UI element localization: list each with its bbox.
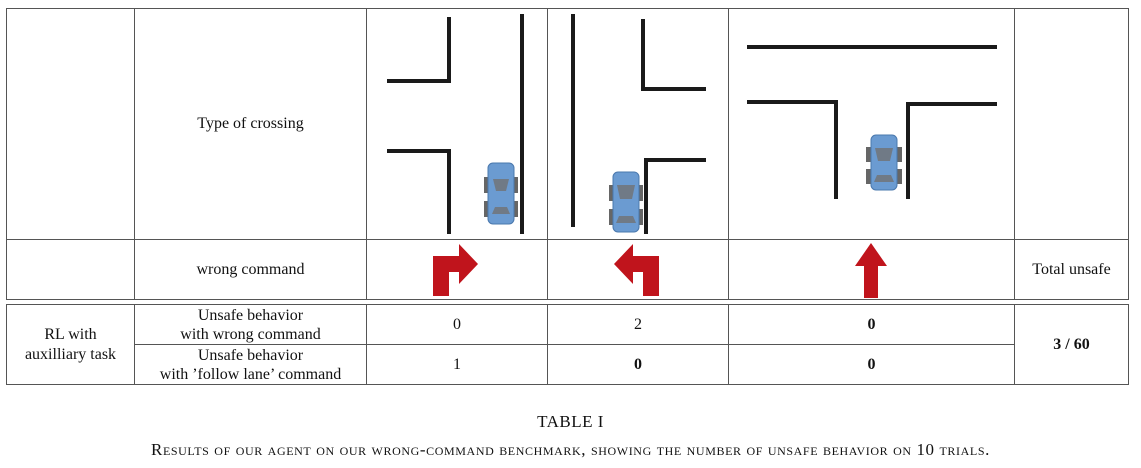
- value-cell: 0: [867, 315, 876, 333]
- value-cell: 2: [634, 315, 642, 333]
- t-junction-scene: [747, 45, 997, 199]
- straight-arrow-icon: [855, 243, 887, 298]
- table-grid: [6, 8, 1129, 385]
- value-cell: 0: [634, 355, 642, 373]
- row-label-wrong-command: Unsafe behavior with wrong command: [180, 306, 321, 343]
- car-icon: [866, 134, 902, 191]
- left-turn-arrow-icon: [614, 244, 659, 296]
- total-unsafe-label: Total unsafe: [1032, 260, 1111, 278]
- value-cell: 1: [453, 355, 461, 373]
- row-label-follow-lane: Unsafe behavior with ’follow lane’ comma…: [159, 346, 342, 383]
- wrong-command-label: wrong command: [196, 260, 305, 278]
- car-icon: [484, 162, 518, 225]
- method-label: RL with auxilliary task: [24, 325, 117, 363]
- value-cell: 0: [867, 355, 876, 373]
- right-turn-arrow-icon: [433, 244, 478, 296]
- table-caption-title: TABLE I: [537, 412, 604, 431]
- type-of-crossing-label: Type of crossing: [197, 115, 304, 132]
- total-unsafe-value: 3 / 60: [1053, 335, 1090, 353]
- crossing-right-turn-scene: [387, 14, 524, 234]
- car-icon: [609, 171, 643, 233]
- table-caption-text: Results of our agent on our wrong-comman…: [151, 440, 990, 459]
- value-cell: 0: [453, 315, 461, 333]
- crossing-left-turn-scene: [571, 14, 706, 234]
